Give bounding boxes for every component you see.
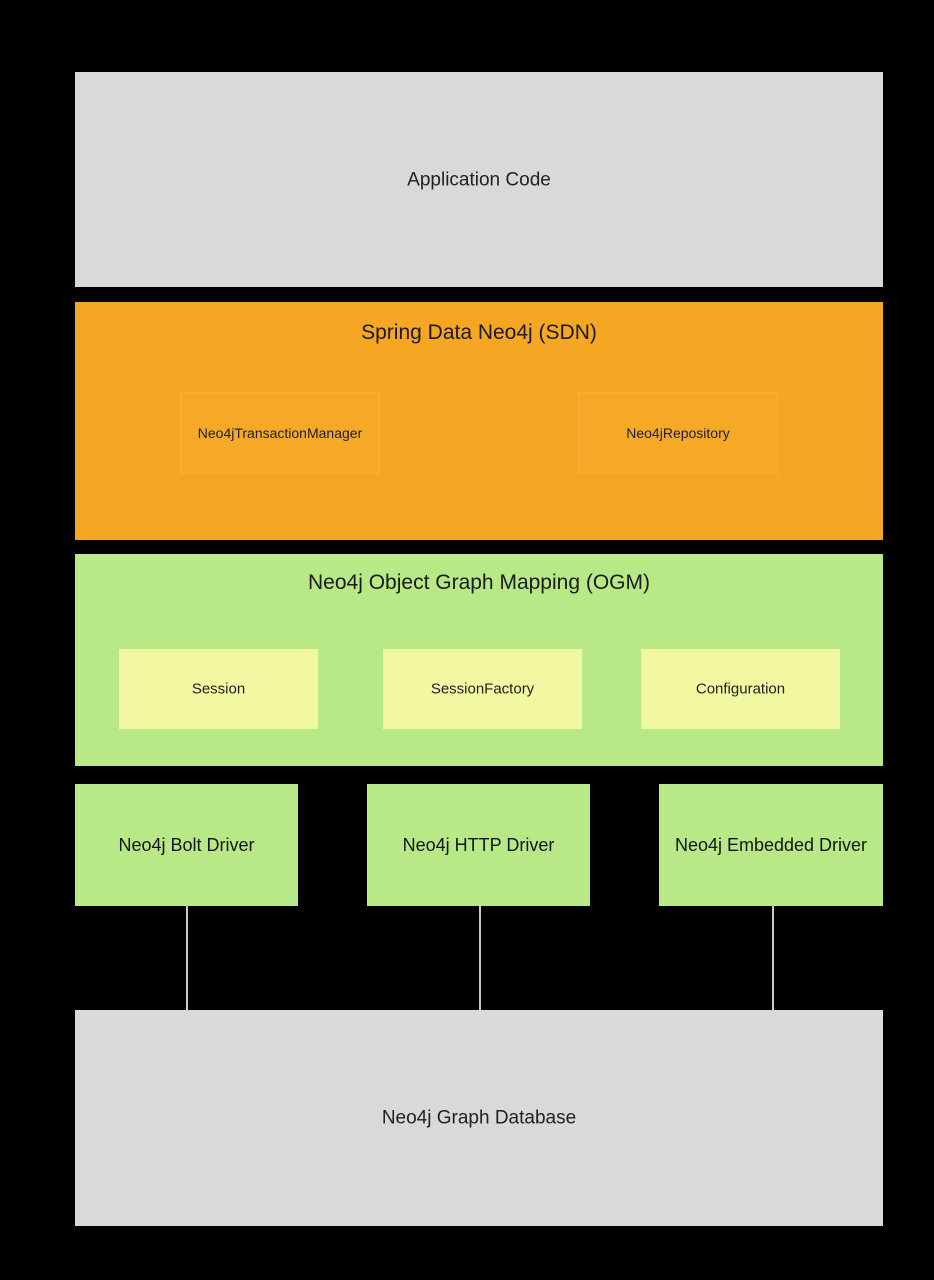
driver-box-embedded-label: Neo4j Embedded Driver [674, 835, 868, 855]
application-code-title: Application Code [407, 169, 551, 190]
layer-neo4j-ogm: Neo4j Object Graph Mapping (OGM) Session… [75, 554, 883, 766]
driver-box-embedded: Neo4j Embedded Driver [659, 784, 883, 906]
driver-box-bolt-label: Neo4j Bolt Driver [118, 835, 255, 855]
connector-line-http-to-database [479, 906, 481, 1010]
database-layer-title: Neo4j Graph Database [381, 1107, 577, 1129]
sdn-component-repository-label: Neo4jRepository [626, 425, 730, 441]
ogm-component-configuration-label: Configuration [695, 680, 786, 698]
layer-application-code: Application Code [75, 72, 883, 287]
ogm-component-session-factory-label: SessionFactory [430, 680, 535, 698]
driver-box-bolt: Neo4j Bolt Driver [75, 784, 298, 906]
ogm-component-session-factory: SessionFactory [383, 649, 582, 729]
ogm-component-session: Session [119, 649, 318, 729]
ogm-component-configuration: Configuration [641, 649, 840, 729]
connector-line-bolt-to-database [186, 906, 188, 1010]
sdn-component-transaction-manager: Neo4jTransactionManager [180, 392, 380, 474]
driver-box-http-label: Neo4j HTTP Driver [402, 835, 555, 855]
layer-neo4j-graph-database: Neo4j Graph Database [75, 1010, 883, 1226]
sdn-layer-title: Spring Data Neo4j (SDN) [361, 321, 597, 344]
ogm-layer-title: Neo4j Object Graph Mapping (OGM) [308, 571, 650, 594]
ogm-component-session-label: Session [191, 680, 246, 698]
sdn-component-transaction-manager-label: Neo4jTransactionManager [197, 425, 363, 441]
driver-box-http: Neo4j HTTP Driver [367, 784, 590, 906]
connector-line-embedded-to-database [772, 906, 774, 1010]
layer-spring-data-neo4j: Spring Data Neo4j (SDN) Neo4jTransaction… [75, 302, 883, 540]
sdn-component-repository: Neo4jRepository [578, 392, 778, 474]
